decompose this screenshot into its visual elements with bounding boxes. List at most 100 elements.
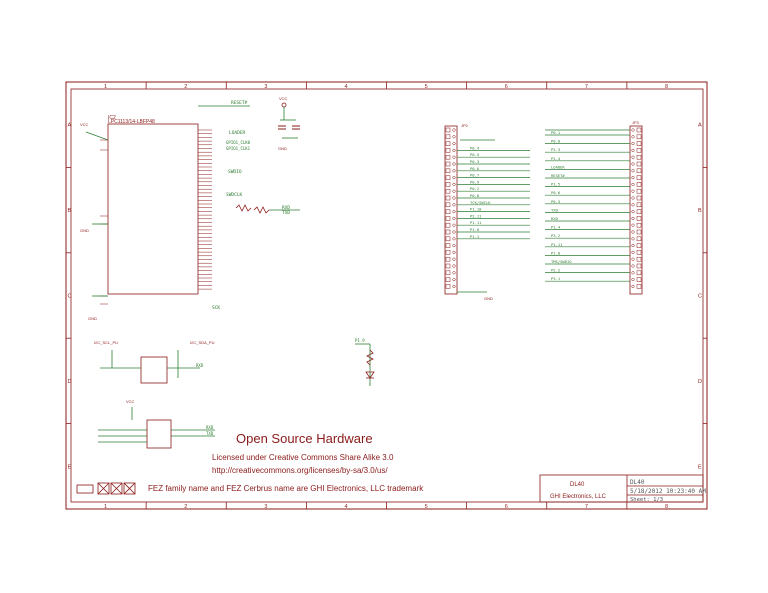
jp2-pin bbox=[445, 263, 451, 269]
logo-x-1 bbox=[97, 482, 110, 495]
jp2-pad bbox=[452, 250, 456, 254]
jp2-label: P0.4 bbox=[470, 145, 480, 150]
jp3-pad bbox=[631, 148, 635, 152]
jp2-pin bbox=[445, 134, 451, 140]
net-label-swdclk: SWDCLK bbox=[226, 192, 243, 198]
inner-frame bbox=[70, 88, 704, 503]
jp3-pad bbox=[631, 203, 635, 207]
jp2-pad bbox=[452, 210, 456, 214]
aux1-rxd: RXD bbox=[196, 363, 204, 368]
net-label-clk0: GPIO1_CLK0 bbox=[226, 140, 251, 145]
zone-col-top-7: 7 bbox=[585, 84, 588, 90]
jp2-pin bbox=[445, 182, 451, 187]
jp3-pad bbox=[631, 135, 635, 139]
jp2-pin bbox=[445, 161, 451, 167]
zone-col-top-8: 8 bbox=[665, 84, 668, 90]
jp3-pad bbox=[631, 196, 635, 200]
zone-row-right-D: D bbox=[698, 379, 702, 385]
jp3-pin bbox=[636, 256, 642, 262]
jp2-pin bbox=[445, 209, 451, 214]
jp2-pad bbox=[452, 162, 456, 166]
jp2-pin bbox=[445, 229, 451, 235]
tb-sheet: Sheet: 1/3 bbox=[630, 497, 663, 503]
jp3-pad bbox=[631, 271, 635, 275]
jp3-pad bbox=[631, 264, 635, 268]
jp3-label: P0.1 bbox=[551, 130, 561, 135]
jp3-label: LOADER bbox=[551, 164, 565, 169]
aux-chip-1-body bbox=[140, 356, 168, 384]
jp2-pad bbox=[452, 223, 456, 227]
gnd-label-top: GND bbox=[278, 146, 287, 151]
jp2-pad bbox=[452, 257, 456, 261]
jp3-label: P3.2 bbox=[551, 233, 560, 238]
jp3-label: TMS/SWDIO bbox=[551, 259, 572, 264]
ic-pins-right bbox=[198, 129, 212, 290]
title-block: DL40 GHI Electronics, LLC DL40 5/18/2012… bbox=[539, 474, 706, 503]
tb-company: GHI Electronics, LLC bbox=[550, 494, 607, 500]
jp3-pin bbox=[636, 175, 642, 180]
jp3-label: P1.8 bbox=[551, 250, 561, 255]
jp3-label: P2.4 bbox=[551, 156, 561, 161]
jp2-pad bbox=[452, 196, 456, 200]
jp2-pin bbox=[445, 175, 451, 180]
jp2-label: P0.9 bbox=[470, 179, 480, 184]
net-label-reset: RESET# bbox=[231, 100, 248, 106]
jp2-label: P2.11 bbox=[470, 213, 482, 218]
logo-x-2-cross bbox=[110, 482, 123, 495]
jp2-body bbox=[444, 125, 458, 295]
outer-frame bbox=[65, 81, 708, 510]
jp2-pin bbox=[445, 188, 451, 194]
zone-row-left-E: E bbox=[68, 464, 72, 470]
jp2-pin bbox=[445, 154, 451, 160]
jp3-body bbox=[629, 125, 643, 295]
gnd-label-jp2: GND bbox=[484, 296, 493, 301]
zone-col-bottom-4: 4 bbox=[344, 504, 347, 510]
jp2-pad bbox=[452, 182, 456, 186]
zone-row-left-C: C bbox=[68, 294, 72, 300]
jp2-label: P0.3 bbox=[470, 159, 479, 164]
jp3-pin bbox=[636, 209, 642, 214]
jp2-label: P1.10 bbox=[470, 207, 482, 212]
title-open-source: Open Source Hardware bbox=[236, 431, 373, 446]
jp3-label: RESET# bbox=[551, 173, 565, 178]
jp3-pad bbox=[631, 162, 635, 166]
jp3-ref: JP3 bbox=[632, 120, 640, 125]
main-ic: IC2 LPC1113/14-LBFP48 bbox=[100, 115, 212, 305]
jp2-pin bbox=[445, 195, 451, 201]
jp3-pad bbox=[631, 216, 635, 220]
header-jp2: JP2 P0.4P0.5P0.3P0.6P0.7P0.9P0.2P0.8TCK/… bbox=[444, 123, 530, 301]
net-label-loader: LOADER bbox=[229, 130, 246, 136]
zone-col-top-5: 5 bbox=[425, 84, 428, 90]
jp3-pad bbox=[631, 155, 635, 159]
jp3-label: TXD bbox=[551, 207, 559, 212]
led-circuit: P1.9 bbox=[355, 338, 375, 386]
jp2-pin bbox=[445, 148, 451, 153]
jp3-pin bbox=[636, 161, 642, 167]
net-label-clk1: GPIO1_CLK1 bbox=[226, 146, 251, 151]
jp2-pad bbox=[452, 237, 456, 241]
license-url: http://creativecommons.org/licenses/by-s… bbox=[212, 466, 388, 475]
zone-row-right-E: E bbox=[698, 464, 702, 470]
header-jp3: JP3 P0.1P0.0P2.3P2.4LOADERRESET#P1.5P0.6… bbox=[545, 120, 643, 295]
jp3-label: P1.4 bbox=[551, 225, 561, 230]
jp3-label: P2.3 bbox=[551, 147, 560, 152]
jp3-pin bbox=[636, 277, 642, 282]
vcc-symbol-top bbox=[281, 102, 287, 108]
jp3-pin bbox=[636, 284, 642, 289]
logo-box-1 bbox=[76, 484, 94, 494]
led-resistor bbox=[366, 349, 374, 366]
jp2-pin bbox=[445, 270, 451, 276]
jp2-pin bbox=[445, 256, 451, 262]
net-label-swdio: SWDIO bbox=[228, 169, 242, 175]
zone-col-bottom-2: 2 bbox=[184, 504, 187, 510]
jp2-label: TCK/SWCLK bbox=[470, 200, 491, 205]
jp3-pins: P0.1P0.0P2.3P2.4LOADERRESET#P1.5P0.6P0.3… bbox=[545, 127, 642, 289]
jp2-label: P1.0 bbox=[470, 227, 480, 232]
jp2-label: P1.1 bbox=[470, 234, 480, 239]
title-block-box bbox=[539, 474, 704, 503]
jp2-pin bbox=[445, 141, 451, 146]
trademark-note: FEZ family name and FEZ Cerbrus name are… bbox=[148, 484, 424, 493]
jp2-label: P0.6 bbox=[470, 166, 480, 171]
ic-body bbox=[107, 123, 199, 295]
